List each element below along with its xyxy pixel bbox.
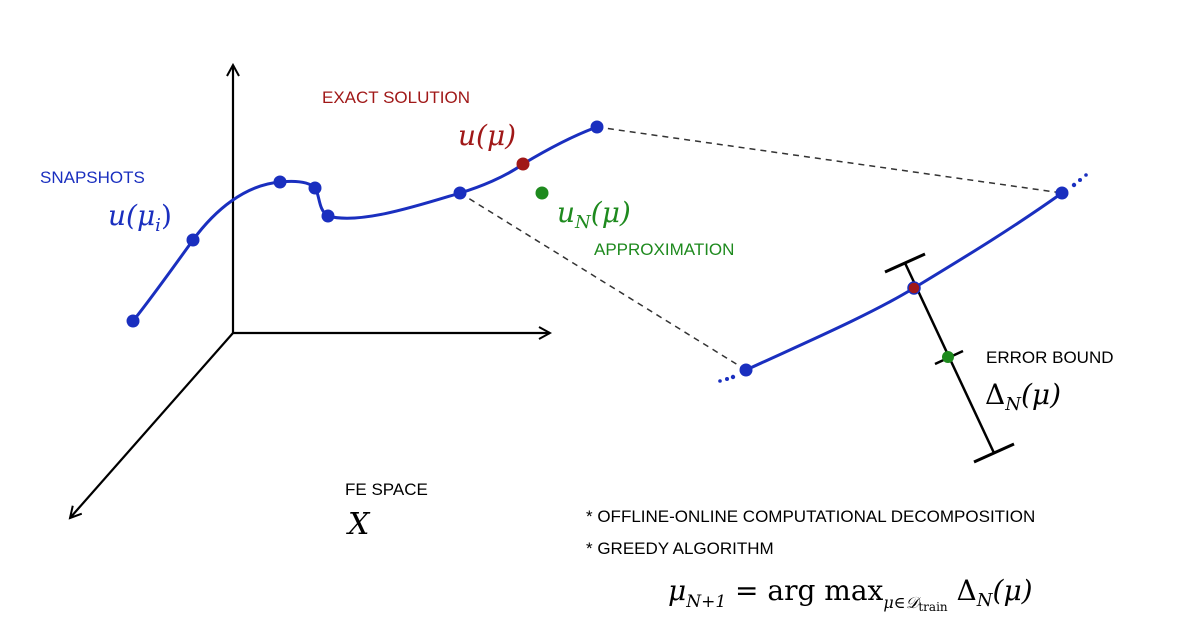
snapshot-point <box>453 186 467 200</box>
dot-left-3 <box>730 374 736 380</box>
approximation-point <box>535 186 549 200</box>
reduced-approx-point <box>942 351 954 363</box>
snapshots-math-close: ) <box>161 199 172 232</box>
dot-right-3 <box>1084 173 1088 177</box>
snapshots-math-i: i <box>155 215 161 236</box>
error-bar-cap-bottom <box>973 442 1015 464</box>
dot-right-1 <box>1071 182 1077 188</box>
formula-delta: Δ <box>948 574 977 607</box>
error-math-N: N <box>1004 394 1022 415</box>
dashed-line-lower <box>459 192 747 371</box>
dot-left-2 <box>725 377 729 381</box>
approx-math-N: N <box>574 212 592 233</box>
curve-continuation-dots <box>718 173 1088 383</box>
snapshot-point <box>126 314 140 328</box>
fe-space-label: FE SPACE <box>345 480 428 499</box>
formula-rest: (μ) <box>993 574 1033 607</box>
snapshot-point <box>1055 186 1069 200</box>
exact-solution-math: u(μ) <box>458 119 516 152</box>
approximation-label: APPROXIMATION <box>594 240 734 259</box>
error-bound-label: ERROR BOUND <box>986 348 1114 367</box>
snapshots-label: SNAPSHOTS <box>40 168 145 187</box>
snapshot-point <box>308 181 322 195</box>
snapshot-points <box>126 120 1069 377</box>
dot-right-2 <box>1078 178 1082 182</box>
formula-sub: N+1 <box>685 592 726 612</box>
error-bound-math: ΔN(μ) <box>985 378 1061 415</box>
error-math-rest: (μ) <box>1021 378 1061 411</box>
bullet-offline-online: * OFFLINE-ONLINE COMPUTATIONAL DECOMPOSI… <box>586 507 1035 526</box>
fe-space-math: X <box>346 507 371 542</box>
approx-math-u: u <box>557 196 575 229</box>
dashed-line-upper <box>596 126 1063 194</box>
bullet-greedy: * GREEDY ALGORITHM <box>586 539 774 558</box>
formula-N: N <box>976 590 994 611</box>
formula-mu: μ <box>668 574 686 607</box>
exact-solution-label: EXACT SOLUTION <box>322 88 470 107</box>
snapshots-math-u: u( <box>108 199 138 232</box>
snapshot-point <box>321 209 335 223</box>
error-bound-bar <box>884 252 1015 464</box>
approx-math-rest: (μ) <box>591 196 631 229</box>
formula-sub2: μ∈𝒟 <box>883 593 921 612</box>
dot-left-1 <box>718 379 722 383</box>
approximation-math: uN(μ) <box>557 196 631 233</box>
projection-lines <box>459 126 1063 371</box>
reduced-curve <box>745 191 1063 372</box>
error-math-delta: Δ <box>985 378 1005 411</box>
snapshot-point <box>739 363 753 377</box>
greedy-formula: μN+1 = arg maxμ∈𝒟train ΔN(μ) <box>668 574 1033 614</box>
snapshots-math-mu: μ <box>137 199 155 232</box>
reduced-exact-point <box>907 281 921 295</box>
snapshot-point <box>273 175 287 189</box>
snapshots-math: u(μi) <box>108 199 172 236</box>
formula-sub3: train <box>918 600 948 614</box>
solution-manifold-curve <box>131 125 598 322</box>
snapshot-point <box>186 233 200 247</box>
snapshot-point <box>590 120 604 134</box>
exact-solution-point <box>516 157 530 171</box>
z-axis <box>70 332 234 518</box>
error-bar-cap-top <box>884 252 926 274</box>
formula-eq: = arg max <box>726 574 883 607</box>
